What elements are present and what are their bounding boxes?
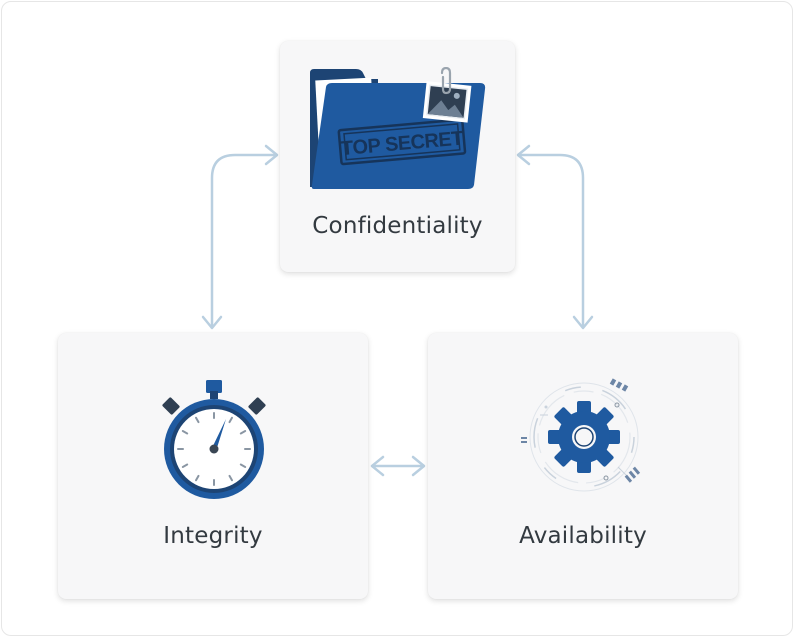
confidentiality-label: Confidentiality (312, 213, 483, 239)
integrity-label: Integrity (163, 523, 263, 549)
availability-card: Availability (428, 333, 738, 599)
arrowhead-right-top (516, 144, 531, 166)
arrowhead-bottom-left (370, 455, 385, 477)
confidentiality-card: TOP SECRET Confidentiality (280, 41, 515, 272)
arrowhead-right-bottom (572, 315, 594, 330)
arrowhead-left-top (264, 144, 279, 166)
arrowhead-left-bottom (201, 315, 223, 330)
top-secret-folder-icon: TOP SECRET (308, 67, 488, 195)
arrowhead-bottom-right (411, 455, 426, 477)
arrow-confidentiality-availability (517, 153, 585, 329)
gear-icon (518, 375, 650, 499)
integrity-card: Integrity (58, 333, 368, 599)
arrow-confidentiality-integrity (210, 153, 278, 329)
stopwatch-icon (159, 377, 269, 501)
availability-label: Availability (519, 523, 647, 549)
